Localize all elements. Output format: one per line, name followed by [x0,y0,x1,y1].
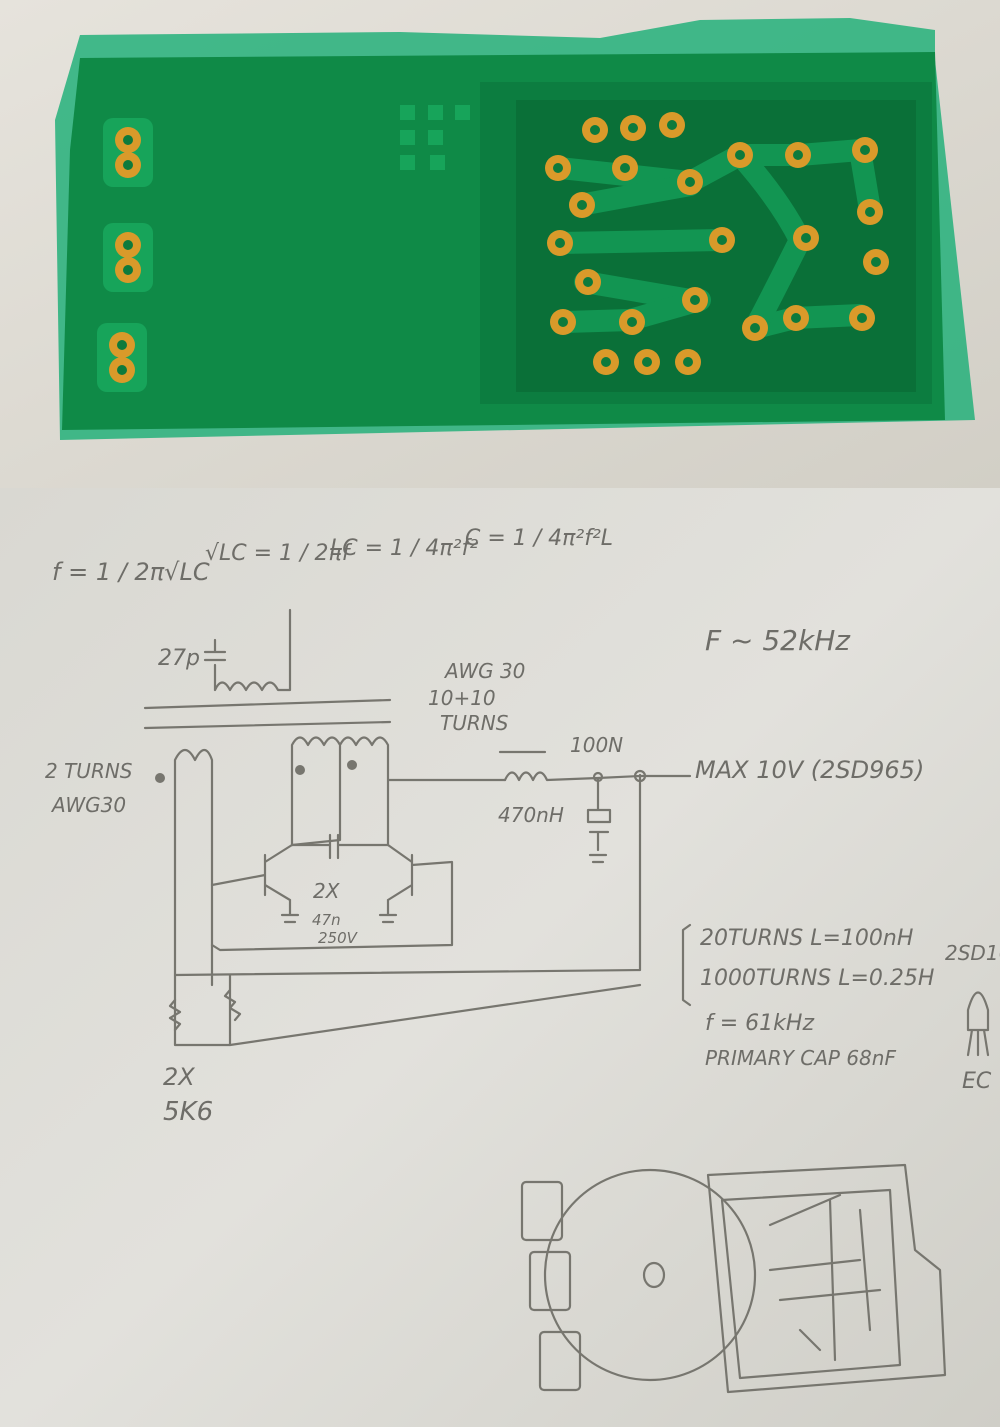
label-100n: 100N [570,733,623,757]
label-10-10: 10+10 [428,686,496,710]
pcb-trace [549,229,731,254]
label-2-turns: 2 TURNS [45,759,133,783]
label-resistors-2x: 2X [163,1063,195,1091]
choke-and-output [498,750,692,864]
label-awg30-top: AWG 30 [443,659,525,683]
drill-hole [123,160,133,170]
label-47n: 47n [312,911,341,929]
drill-hole [642,357,652,367]
pad-block-sketch [528,1250,572,1312]
drill-hole [667,120,677,130]
toroid-outline [543,1168,757,1382]
drill-hole [717,235,727,245]
drill-hole [871,257,881,267]
transistor-pair [210,833,454,952]
pad-block-sketch [538,1330,582,1392]
smd-pads [400,105,470,170]
smd-pad [400,130,415,145]
drill-hole [793,150,803,160]
drill-hole [601,357,611,367]
drill-hole [857,313,867,323]
label-transistors-2x: 2X [313,879,341,903]
phase-dot [347,760,357,770]
drill-hole [123,135,133,145]
schematic-sketch: f = 1 / 2π√LC √LC = 1 / 2πf LC = 1 / 4π²… [0,488,1000,1427]
secondary-coil [203,608,292,692]
drill-hole [690,295,700,305]
board-outline-sketch [706,1163,947,1394]
drill-hole [123,240,133,250]
formula-c: C = 1 / 4π²f²L [465,526,613,551]
smd-pad [428,105,443,120]
toroid-hole [642,1261,666,1289]
drill-hole [590,125,600,135]
drill-hole [558,317,568,327]
pcb-trace [569,174,701,216]
drill-hole [583,277,593,287]
drill-hole [577,200,587,210]
frequency-estimate: F ~ 52kHz [705,624,851,657]
bias-resistors [168,973,242,1047]
transistor-outline-drawing [966,991,990,1057]
label-27p: 27p [158,646,200,671]
drill-hole [553,163,563,173]
label-5k6: 5K6 [163,1097,213,1127]
pcb-pads [97,112,889,392]
phase-dot [295,765,305,775]
drill-hole [750,323,760,333]
drill-hole [117,365,127,375]
phase-dot [155,773,165,783]
layout-sketch [520,1163,947,1394]
drill-hole [683,357,693,367]
drill-hole [685,177,695,187]
smd-pad [430,155,445,170]
note-bracket [681,923,692,1007]
drill-hole [628,123,638,133]
junction-dot [592,771,604,783]
output-terminal [633,769,647,783]
center-tap-coil [290,736,507,847]
drill-hole [555,238,565,248]
label-max-voltage: MAX 10V (2SD965) [695,756,924,784]
label-right-part: 2SD16 [945,941,1000,965]
note-primary-cap: PRIMARY CAP 68nF [705,1046,896,1070]
transformer-core-lines [143,698,392,730]
smd-pad [400,155,415,170]
drill-hole [801,233,811,243]
drill-hole [735,150,745,160]
label-right-pinout: EC [962,1069,992,1094]
primary-feedback-wiring [173,748,642,1047]
note-1000turns: 1000TURNS L=0.25H [700,966,934,991]
paper [0,488,1000,1427]
note-frequency: f = 61kHz [705,1011,814,1036]
label-250v: 250V [318,929,359,947]
smd-pad [400,105,415,120]
drill-hole [117,340,127,350]
smd-pad [455,105,470,120]
circuit-wires [143,608,692,1047]
drill-hole [620,163,630,173]
formula-sqrt-lc: √LC = 1 / 2πf [205,541,353,566]
formula-lc: LC = 1 / 4π²f² [330,536,478,561]
label-awg30-left: AWG30 [50,793,126,817]
drill-hole [860,145,870,155]
label-470nh: 470nH [498,803,564,827]
trace-sketch [768,1193,882,1362]
label-turns: TURNS [440,711,509,735]
drill-hole [791,313,801,323]
pad-block-sketch [520,1180,564,1242]
drill-hole [123,265,133,275]
drill-hole [627,317,637,327]
pcb-photo [0,0,1000,488]
note-20turns: 20TURNS L=100nH [700,926,913,951]
smd-pad [428,130,443,145]
drill-hole [865,207,875,217]
formula-f: f = 1 / 2π√LC [52,558,210,586]
